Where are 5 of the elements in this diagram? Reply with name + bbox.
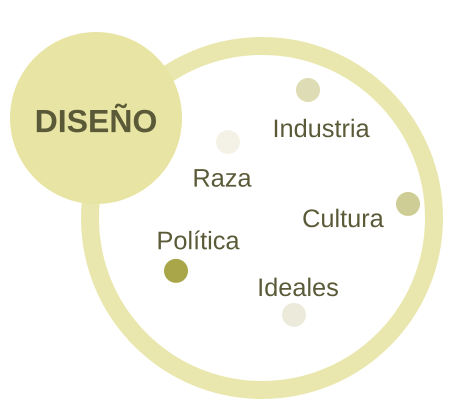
topic-label: Raza [194, 169, 252, 187]
topic-label: Cultura [303, 208, 384, 228]
topic-label: Industria [274, 118, 370, 138]
topic-label: Política [158, 230, 240, 250]
topic-label: Ideales [260, 278, 338, 296]
